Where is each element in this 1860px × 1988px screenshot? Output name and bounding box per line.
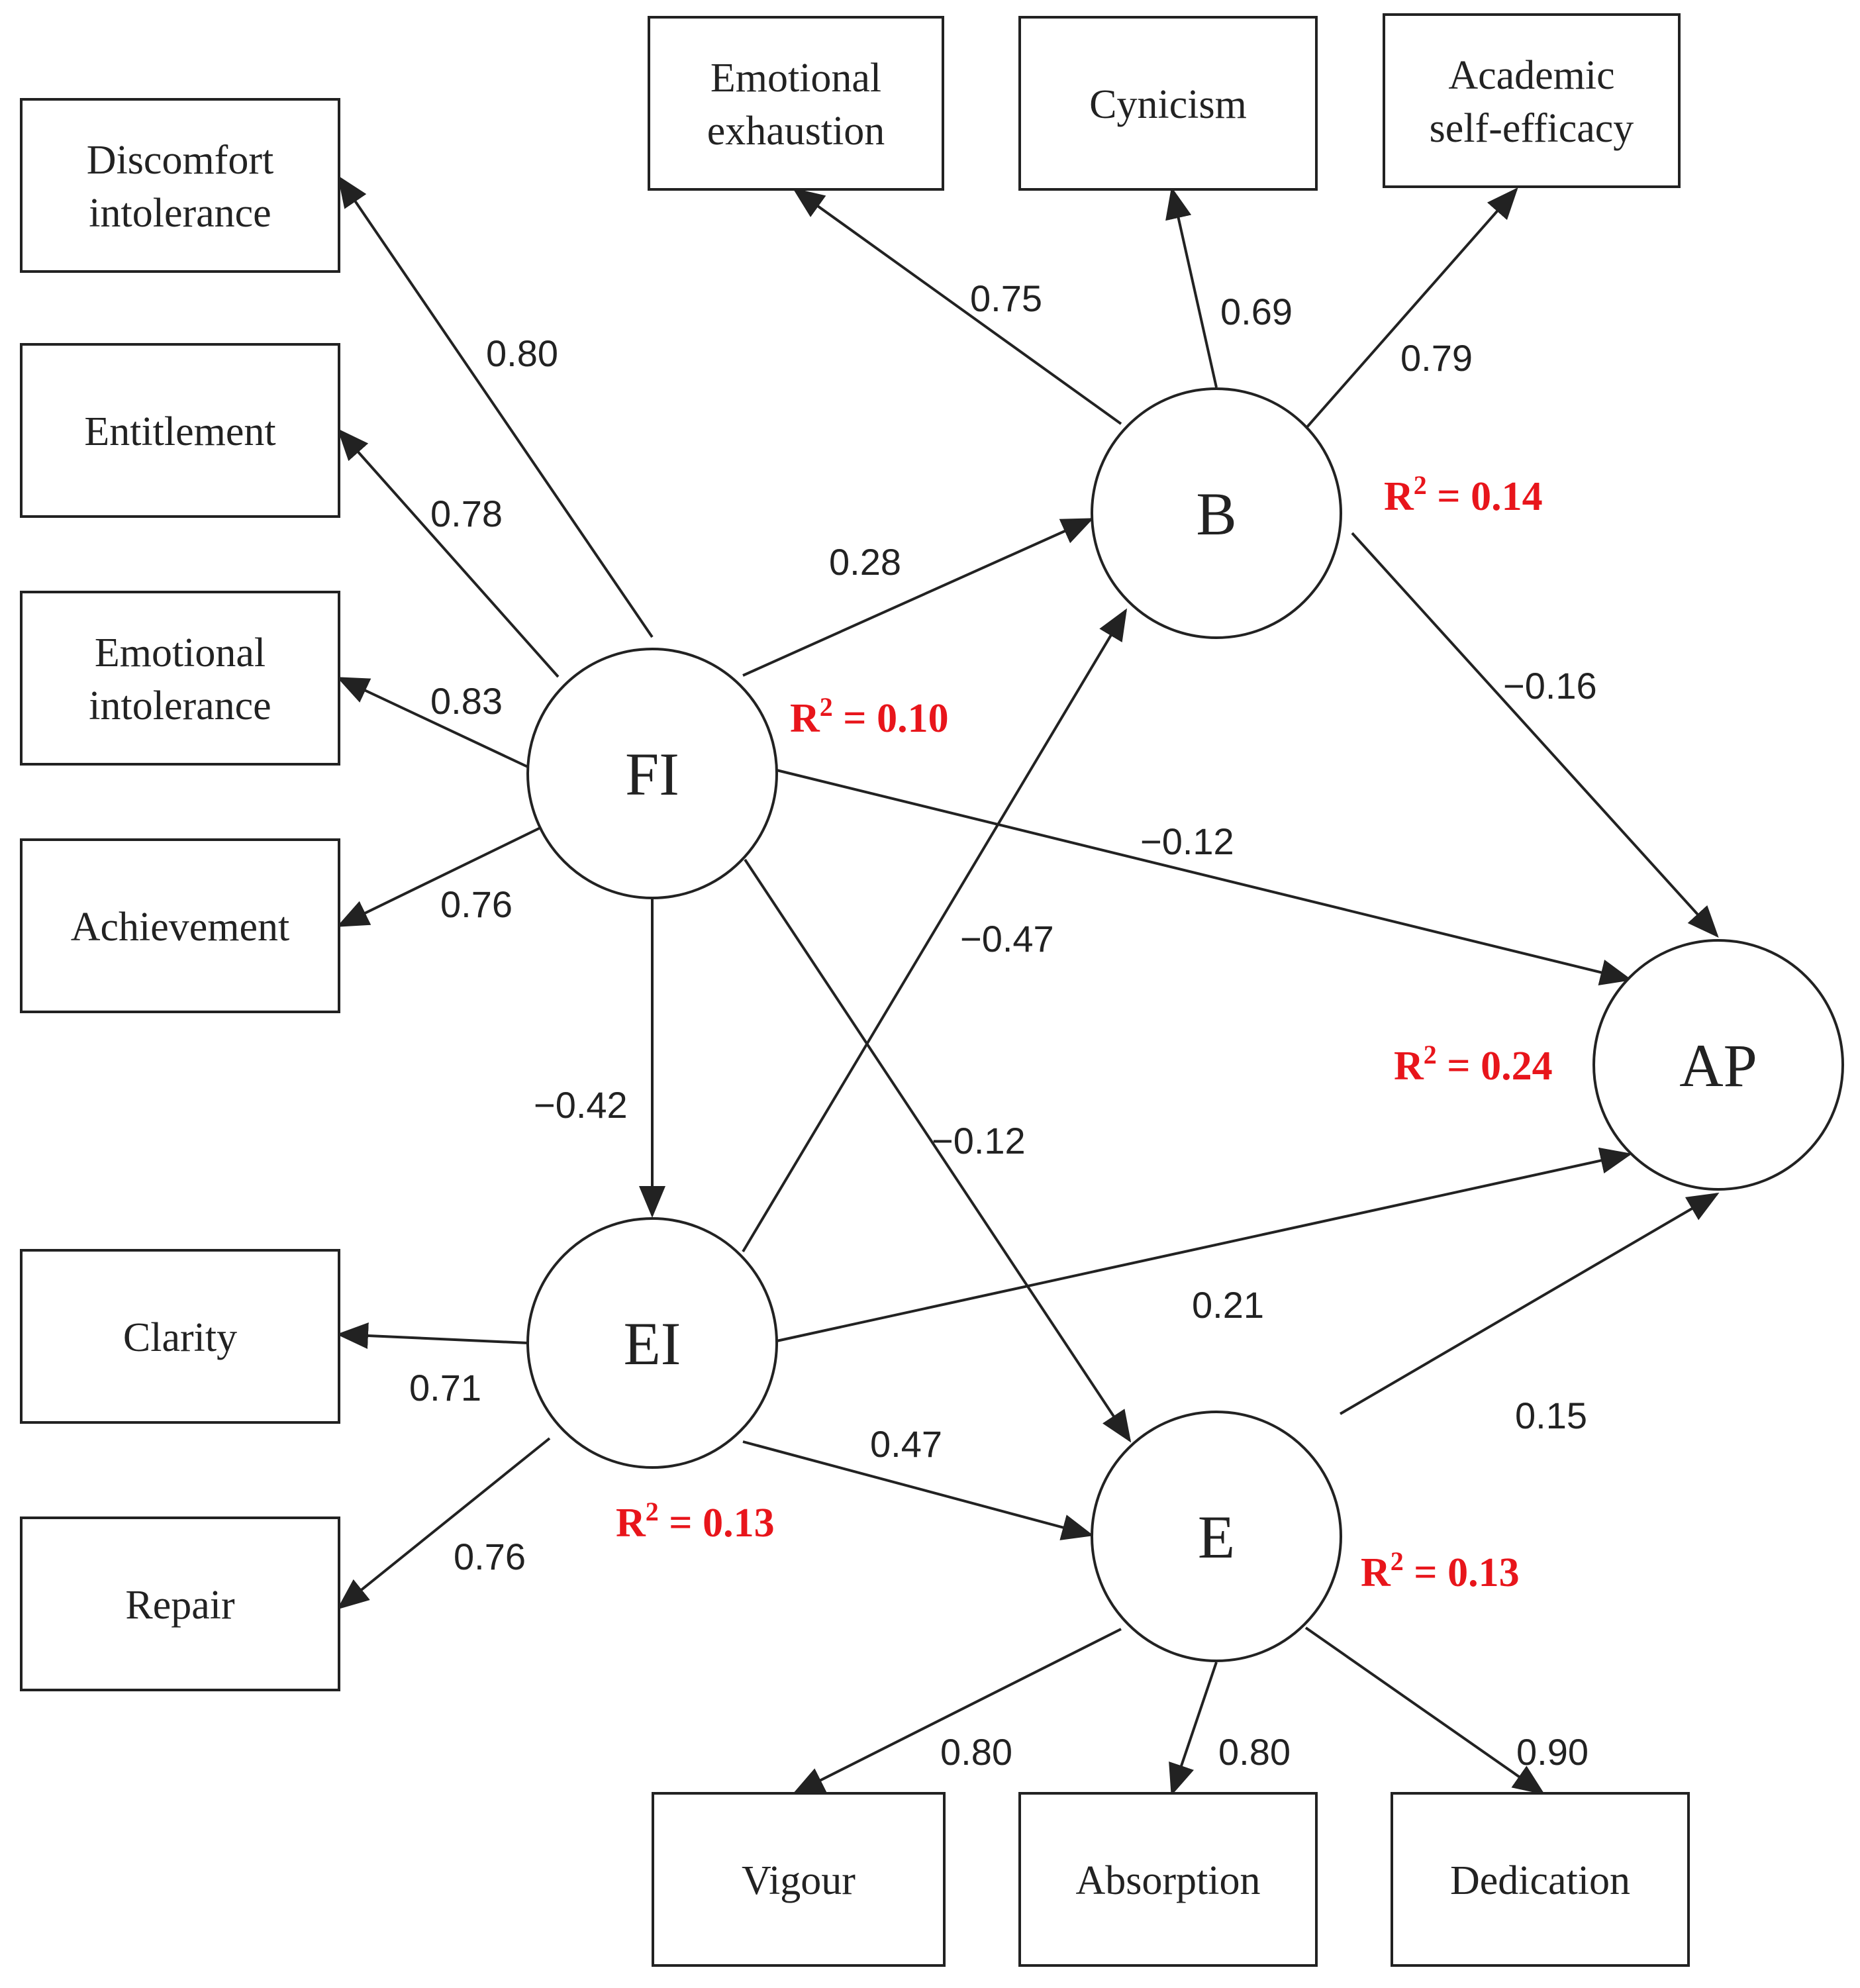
coef-ei-e: 0.47 bbox=[870, 1423, 942, 1465]
path-b-academic-self-efficacy bbox=[1304, 187, 1518, 430]
path-b-cynicism bbox=[1165, 187, 1218, 388]
coef-e-dedication: 0.90 bbox=[1516, 1731, 1589, 1773]
box-clarity: Clarity bbox=[20, 1249, 340, 1424]
r-squared-labels: R2 = 0.14 R2 = 0.10 R2 = 0.24 R2 = 0.13 … bbox=[616, 470, 1553, 1595]
coef-fi-entitlement: 0.78 bbox=[430, 493, 503, 534]
paths bbox=[336, 175, 1720, 1796]
box-label: Dedication bbox=[1450, 1858, 1630, 1903]
path-ei-b bbox=[742, 608, 1128, 1253]
coef-fi-emotional-intolerance: 0.83 bbox=[430, 680, 503, 722]
r-squared-b: R2 = 0.14 bbox=[1384, 470, 1543, 519]
coef-b-academic-self-efficacy: 0.79 bbox=[1400, 337, 1473, 379]
path-fi-entitlement bbox=[337, 428, 560, 678]
box-emotional-exhaustion: Emotional exhaustion bbox=[648, 16, 944, 191]
r-squared-ap: R2 = 0.24 bbox=[1394, 1040, 1553, 1089]
box-label-line: intolerance bbox=[89, 683, 271, 728]
box-absorption: Absorption bbox=[1018, 1792, 1318, 1967]
coef-fi-e: −0.12 bbox=[932, 1120, 1026, 1162]
box-label-line: Emotional bbox=[95, 630, 266, 675]
node-ei: EI bbox=[526, 1217, 778, 1469]
box-label-line: intolerance bbox=[89, 191, 271, 236]
box-achievement: Achievement bbox=[20, 838, 340, 1013]
coef-ei-clarity: 0.71 bbox=[409, 1367, 481, 1409]
coef-fi-ei: −0.42 bbox=[534, 1084, 628, 1126]
path-ei-repair bbox=[336, 1437, 551, 1610]
box-label-line: exhaustion bbox=[707, 109, 885, 154]
indicator-boxes: Discomfort intolerance Entitlement Emoti… bbox=[20, 13, 1690, 1967]
node-fi: FI bbox=[526, 648, 778, 899]
node-label-fi: FI bbox=[625, 740, 679, 808]
path-fi-emotional-intolerance bbox=[336, 677, 528, 768]
box-cynicism: Cynicism bbox=[1018, 16, 1318, 191]
box-repair: Repair bbox=[20, 1516, 340, 1691]
coef-ei-repair: 0.76 bbox=[454, 1536, 526, 1577]
path-b-ap bbox=[1351, 532, 1719, 938]
latent-nodes: FI B EI E AP bbox=[526, 387, 1844, 1662]
box-label-line: self-efficacy bbox=[1430, 106, 1634, 151]
node-b: B bbox=[1091, 387, 1342, 639]
box-label: Clarity bbox=[123, 1315, 237, 1360]
path-e-dedication bbox=[1304, 1626, 1545, 1795]
coef-b-cynicism: 0.69 bbox=[1220, 291, 1293, 332]
coef-fi-ap: −0.12 bbox=[1140, 820, 1234, 862]
box-label-line: Emotional bbox=[710, 56, 881, 101]
path-fi-discomfort-intolerance bbox=[337, 175, 654, 638]
coefficient-labels: 0.80 0.78 0.83 0.76 0.75 0.69 0.79 0.28 … bbox=[409, 277, 1597, 1773]
path-fi-b bbox=[742, 518, 1094, 677]
box-label-line: Discomfort bbox=[87, 138, 273, 183]
box-vigour: Vigour bbox=[652, 1792, 946, 1967]
path-fi-achievement bbox=[336, 826, 541, 927]
box-label: Repair bbox=[125, 1583, 235, 1628]
r-squared-e: R2 = 0.13 bbox=[1361, 1546, 1520, 1595]
node-e: E bbox=[1091, 1411, 1342, 1662]
node-label-e: E bbox=[1198, 1503, 1235, 1571]
box-discomfort-intolerance: Discomfort intolerance bbox=[20, 98, 340, 273]
box-label: Achievement bbox=[71, 905, 290, 950]
r-squared-fi: R2 = 0.10 bbox=[790, 692, 949, 741]
node-label-b: B bbox=[1196, 480, 1236, 548]
path-ei-clarity bbox=[336, 1322, 528, 1349]
coef-fi-achievement: 0.76 bbox=[440, 883, 513, 925]
node-label-ap: AP bbox=[1679, 1032, 1757, 1099]
box-entitlement: Entitlement bbox=[20, 343, 340, 518]
coef-fi-discomfort: 0.80 bbox=[486, 332, 558, 374]
box-label-line: Academic bbox=[1448, 53, 1614, 98]
node-label-ei: EI bbox=[624, 1310, 681, 1377]
box-label: Cynicism bbox=[1089, 82, 1247, 127]
node-ap: AP bbox=[1592, 939, 1844, 1191]
path-e-absorption bbox=[1169, 1662, 1218, 1796]
coef-b-emotional-exhaustion: 0.75 bbox=[970, 277, 1042, 319]
coef-e-absorption: 0.80 bbox=[1218, 1731, 1291, 1773]
path-fi-e bbox=[744, 858, 1132, 1443]
path-ei-ap bbox=[776, 1147, 1632, 1342]
path-fi-ap bbox=[776, 769, 1632, 985]
coef-b-ap: −0.16 bbox=[1503, 665, 1597, 707]
path-ei-e bbox=[742, 1440, 1094, 1540]
coef-ei-b: −0.47 bbox=[960, 918, 1054, 960]
box-academic-self-efficacy: Academic self-efficacy bbox=[1383, 13, 1681, 188]
path-b-emotional-exhaustion bbox=[792, 187, 1122, 425]
box-emotional-intolerance: Emotional intolerance bbox=[20, 591, 340, 766]
box-label: Entitlement bbox=[84, 409, 275, 454]
coef-ei-ap: 0.21 bbox=[1192, 1284, 1264, 1326]
path-e-vigour bbox=[792, 1628, 1122, 1795]
box-label: Vigour bbox=[742, 1858, 856, 1903]
coef-e-ap: 0.15 bbox=[1515, 1395, 1587, 1436]
path-e-ap bbox=[1339, 1192, 1720, 1415]
box-dedication: Dedication bbox=[1391, 1792, 1690, 1967]
box-label: Absorption bbox=[1076, 1858, 1261, 1903]
coef-e-vigour: 0.80 bbox=[940, 1731, 1012, 1773]
coef-fi-b: 0.28 bbox=[829, 541, 901, 583]
r-squared-ei: R2 = 0.13 bbox=[616, 1497, 775, 1546]
